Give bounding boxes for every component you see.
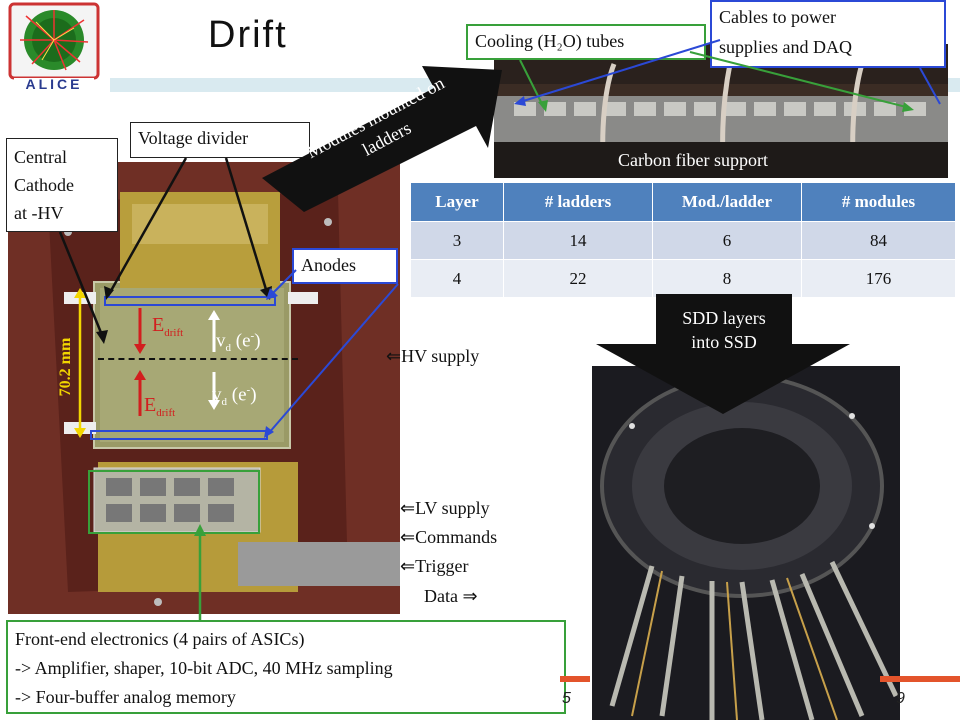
logo-wordmark: ALICE <box>25 76 83 92</box>
modules-arrow: Modules mounted on ladders <box>256 62 512 212</box>
cables-line-1: Cables to power <box>719 7 836 27</box>
table-header: Layer <box>410 182 504 222</box>
right-arrow-icon: ⇒ <box>457 586 478 606</box>
vd-sup: - <box>250 330 255 342</box>
frontend-line-1: Front-end electronics (4 pairs of ASICs) <box>15 629 305 649</box>
left-arrow-icon: ⇐ <box>400 527 416 547</box>
vd-rest: (e <box>227 384 247 406</box>
cathode-line-3: at -HV <box>14 203 64 223</box>
table-cell: 3 <box>410 221 504 260</box>
lv-supply-label: ⇐LV supply <box>400 498 490 519</box>
detector-module-photo <box>8 162 400 614</box>
alice-logo: ALICE <box>6 2 102 96</box>
footer-accent-left <box>560 676 590 682</box>
table-cell: 84 <box>801 221 956 260</box>
trigger-label: ⇐Trigger <box>400 556 468 577</box>
commands-text: Commands <box>415 527 498 547</box>
vd-main: v <box>212 384 222 406</box>
cathode-dashed-line <box>98 358 298 360</box>
vd-sub: d <box>225 342 232 355</box>
edrift-label-bottom: Edrift <box>144 394 175 419</box>
sdd-arrow-line-1: SDD layers <box>682 308 766 328</box>
ssd-barrel-photo <box>592 366 900 720</box>
frontend-highlight-box <box>88 470 260 534</box>
table-header: # modules <box>801 182 956 222</box>
cooling-tubes-callout: Cooling (H₂O) tubes <box>466 24 706 60</box>
table-row: 3 14 6 84 <box>410 221 956 260</box>
data-label: Data ⇒ <box>424 586 478 607</box>
footer-number-left: 5 <box>562 690 571 707</box>
table-header: Mod./ladder <box>652 182 802 222</box>
edrift-main: E <box>144 394 157 416</box>
lv-supply-text: LV supply <box>415 498 490 518</box>
vd-main: v <box>216 330 226 352</box>
hv-supply-label: ⇐HV supply <box>386 346 479 367</box>
anodes-callout: Anodes <box>292 248 398 284</box>
edrift-sub: drift <box>164 327 184 339</box>
vd-label-bottom: vd (e-) <box>212 384 257 408</box>
frontend-line-2: -> Amplifier, shaper, 10-bit ADC, 40 MHz… <box>15 658 393 678</box>
carbon-fiber-label: Carbon fiber support <box>618 150 768 170</box>
dimension-arrow <box>74 288 86 438</box>
cathode-line-1: Central <box>14 147 67 167</box>
ladder-assembly-photo <box>494 44 948 178</box>
table-cell: 6 <box>652 221 802 260</box>
edrift-sub: drift <box>156 407 176 419</box>
sdd-arrow-line-2: into SSD <box>691 332 757 352</box>
slide-title: Drift <box>208 14 288 56</box>
voltage-divider-callout: Voltage divider <box>130 122 310 158</box>
table-header-row: Layer # ladders Mod./ladder # modules <box>410 182 956 222</box>
footer-number-right: 9 <box>896 690 905 707</box>
sdd-into-ssd-arrow: SDD layers into SSD <box>596 294 850 414</box>
footer-accent-right <box>880 676 960 682</box>
left-arrow-icon: ⇐ <box>400 498 416 518</box>
edrift-main: E <box>152 314 165 336</box>
table-cell: 4 <box>410 259 504 298</box>
left-arrow-icon: ⇐ <box>386 346 402 366</box>
table-header: # ladders <box>503 182 653 222</box>
cables-callout: Cables to power supplies and DAQ <box>710 0 946 68</box>
vd-sup: - <box>246 384 251 396</box>
table-row: 4 22 8 176 <box>410 259 956 298</box>
data-text: Data <box>424 586 458 606</box>
vd-close: ) <box>250 384 257 406</box>
cathode-line-2: Cathode <box>14 175 74 195</box>
table-cell: 14 <box>503 221 653 260</box>
vd-rest: (e <box>231 330 251 352</box>
left-arrow-icon: ⇐ <box>400 556 416 576</box>
frontend-line-3: -> Four-buffer analog memory <box>15 687 236 707</box>
cables-line-2: supplies and DAQ <box>719 37 852 57</box>
trigger-text: Trigger <box>415 556 469 576</box>
sdd-arrow-text: SDD layers into SSD <box>656 306 792 354</box>
hv-supply-text: HV supply <box>401 346 480 366</box>
table-cell: 176 <box>801 259 956 298</box>
anode-bar-top <box>104 296 276 306</box>
drift-field-arrows <box>134 308 220 416</box>
vd-label-top: vd (e-) <box>216 330 261 354</box>
table-cell: 22 <box>503 259 653 298</box>
ladder-table: Layer # ladders Mod./ladder # modules 3 … <box>410 182 956 298</box>
commands-label: ⇐Commands <box>400 527 497 548</box>
edrift-label-top: Edrift <box>152 314 183 339</box>
frontend-electronics-callout: Front-end electronics (4 pairs of ASICs)… <box>6 620 566 714</box>
vd-sub: d <box>221 396 228 409</box>
central-cathode-callout: Central Cathode at -HV <box>6 138 118 232</box>
table-cell: 8 <box>652 259 802 298</box>
vd-close: ) <box>254 330 261 352</box>
